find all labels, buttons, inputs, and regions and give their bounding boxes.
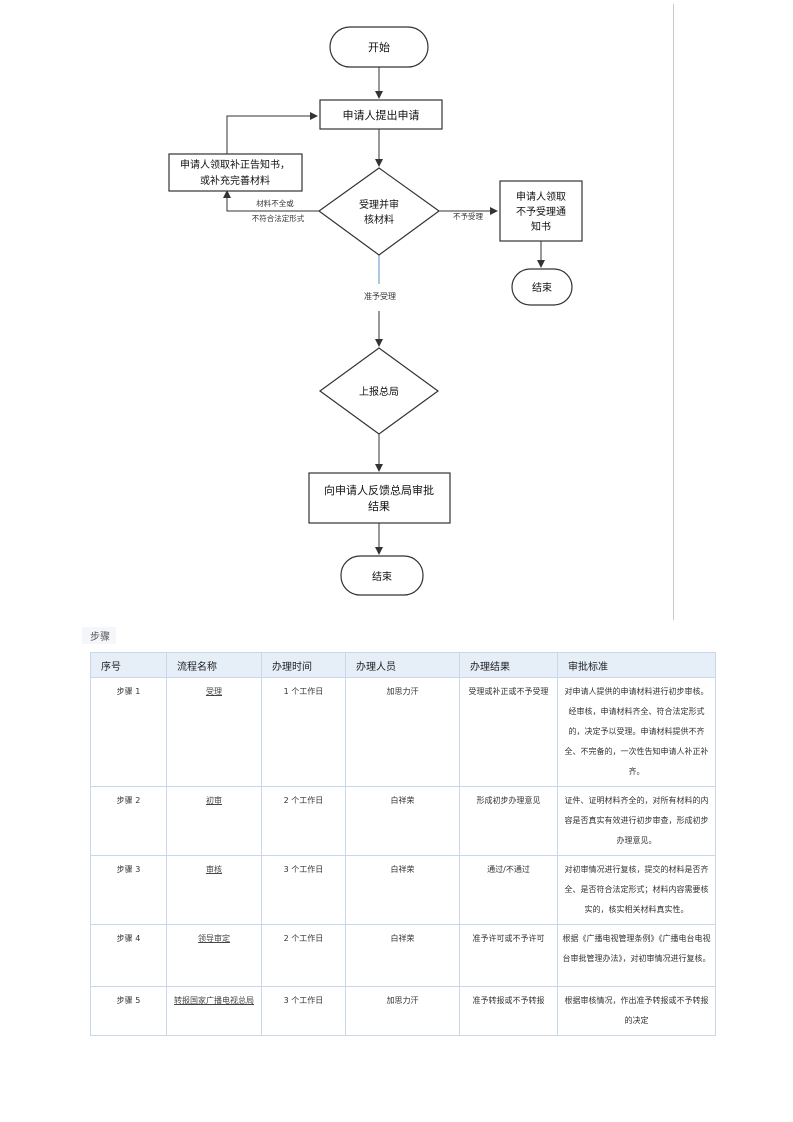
incomplete-edge-label-1: 材料不全或 [256, 198, 294, 208]
cell-result: 形成初步办理意见 [459, 786, 558, 856]
cell-result: 受理或补正或不予受理 [459, 677, 558, 787]
cell-person: 白祥荣 [345, 924, 460, 987]
cell-standard: 根据审核情况，作出准予转报或不予转报的决定 [557, 986, 716, 1036]
end-right-node [511, 268, 573, 306]
end-right-label: 结束 [532, 281, 552, 294]
correction-node [168, 153, 303, 192]
table-row: 步骤 3 审核 3 个工作日 白祥荣 通过/不通过 对初审情况进行复核，提交的材… [90, 855, 716, 925]
cell-standard: 对初审情况进行复核，提交的材料是否齐全、是否符合法定形式；材料内容需要核实的，核… [557, 855, 716, 925]
cell-result: 准予转报或不予转报 [459, 986, 558, 1036]
table-row: 步骤 4 领导审定 2 个工作日 白祥荣 准予许可或不予许可 根据《广播电视管理… [90, 924, 716, 987]
cell-step: 步骤 5 [90, 986, 167, 1036]
reject-label-3: 知书 [531, 220, 551, 233]
step-name-link[interactable]: 初审 [206, 796, 222, 805]
review-label-1: 受理并审 [359, 198, 399, 211]
arrow-review-to-correction [223, 190, 319, 212]
cell-time: 3 个工作日 [261, 986, 346, 1036]
step-name-link[interactable]: 审核 [206, 865, 222, 874]
incomplete-edge-label-2: 不符合法定形式 [252, 213, 305, 223]
table-header-row: 序号 流程名称 办理时间 办理人员 办理结果 审批标准 [90, 652, 716, 678]
cell-standard: 根据《广播电视管理条例》《广播电台电视台审批管理办法》，对初审情况进行复核。 [557, 924, 716, 987]
header-time: 办理时间 [261, 652, 346, 678]
cell-person: 白祥荣 [345, 855, 460, 925]
start-node [329, 26, 429, 68]
cell-step: 步骤 1 [90, 677, 167, 787]
cell-time: 3 个工作日 [261, 855, 346, 925]
cell-result: 通过/不通过 [459, 855, 558, 925]
cell-person: 加思力汗 [345, 986, 460, 1036]
header-result: 办理结果 [459, 652, 558, 678]
report-label: 上报总局 [359, 385, 399, 398]
cell-person: 加思力汗 [345, 677, 460, 787]
feedback-label-2: 结果 [368, 500, 390, 513]
reject-label-2: 不予受理通 [516, 206, 566, 218]
end-bottom-label: 结束 [372, 570, 392, 583]
reject-node [499, 180, 583, 242]
header-step: 序号 [90, 652, 167, 678]
submit-node [319, 99, 443, 130]
cell-step: 步骤 3 [90, 855, 167, 925]
cell-standard: 证件、证明材料齐全的，对所有材料的内容是否真实有效进行初步审查，形成初步办理意见… [557, 786, 716, 856]
cell-standard: 对申请人提供的申请材料进行初步审核。经审核，申请材料齐全、符合法定形式的，决定予… [557, 677, 716, 787]
correction-label-2: 或补充完善材料 [200, 174, 270, 187]
page-divider [673, 4, 674, 620]
section-label: 步骤 [82, 627, 116, 644]
flowchart: 开始 申请人提出申请 申请人领取补正告知书， 或补充完善材料 受理并审 核材料 … [168, 26, 583, 596]
reject-edge-label: 不予受理 [453, 211, 483, 221]
step-name-link[interactable]: 转报国家广播电视总局 [174, 996, 254, 1005]
header-name: 流程名称 [166, 652, 262, 678]
cell-time: 2 个工作日 [261, 924, 346, 987]
feedback-node [308, 472, 451, 524]
submit-label: 申请人提出申请 [343, 108, 420, 122]
cell-result: 准予许可或不予许可 [459, 924, 558, 987]
accept-edge-label: 准予受理 [364, 291, 396, 301]
arrow-correction-to-submit [226, 112, 318, 154]
cell-time: 2 个工作日 [261, 786, 346, 856]
cell-step: 步骤 2 [90, 786, 167, 856]
cell-step: 步骤 4 [90, 924, 167, 987]
step-name-link[interactable]: 领导审定 [198, 934, 230, 943]
table-row: 步骤 5 转报国家广播电视总局 3 个工作日 加思力汗 准予转报或不予转报 根据… [90, 986, 716, 1036]
feedback-label-1: 向申请人反馈总局审批 [324, 483, 434, 497]
cell-time: 1 个工作日 [261, 677, 346, 787]
table-row: 步骤 2 初审 2 个工作日 白祥荣 形成初步办理意见 证件、证明材料齐全的，对… [90, 786, 716, 856]
report-decision [318, 347, 440, 435]
cell-person: 白祥荣 [345, 786, 460, 856]
start-label: 开始 [368, 40, 390, 54]
table-row: 步骤 1 受理 1 个工作日 加思力汗 受理或补正或不予受理 对申请人提供的申请… [90, 677, 716, 787]
header-standard: 审批标准 [557, 652, 716, 678]
end-bottom-node [340, 555, 424, 596]
reject-label-1: 申请人领取 [516, 190, 566, 203]
step-name-link[interactable]: 受理 [206, 687, 222, 696]
steps-table: 序号 流程名称 办理时间 办理人员 办理结果 审批标准 步骤 1 受理 1 个工… [90, 652, 716, 1036]
header-person: 办理人员 [345, 652, 460, 678]
correction-label-1: 申请人领取补正告知书， [180, 158, 290, 171]
review-decision [317, 167, 441, 256]
review-label-2: 核材料 [364, 213, 394, 226]
